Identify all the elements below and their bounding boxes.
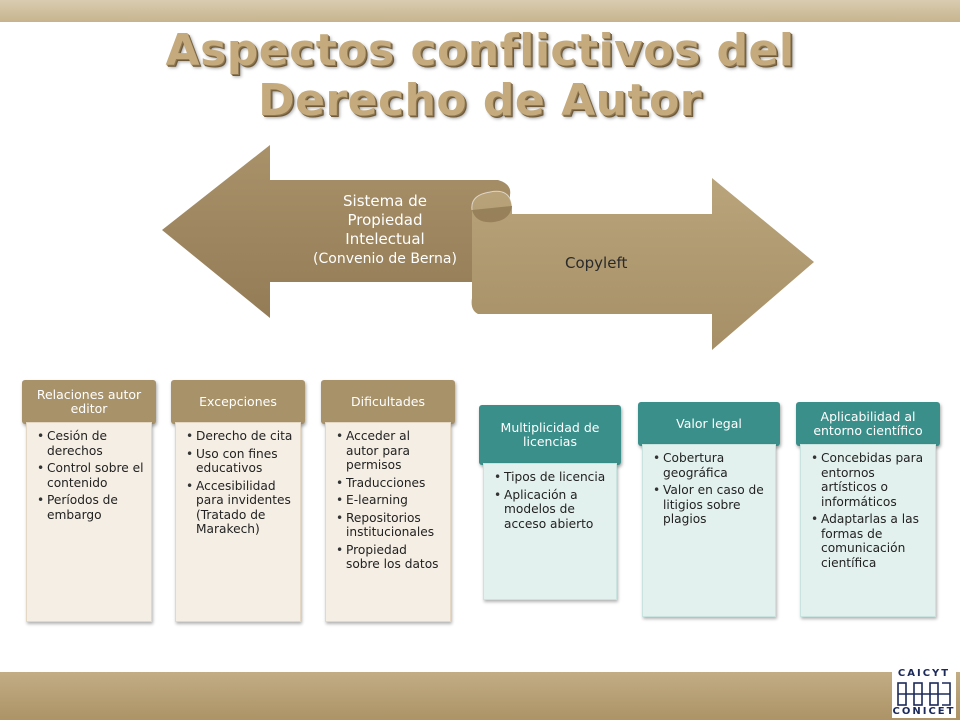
slide-title-line-1: Aspectos conflictivos del bbox=[165, 25, 795, 76]
top-decorative-bar bbox=[0, 0, 960, 22]
slide-title-line-2: Derecho de Autor bbox=[258, 75, 702, 126]
list-item: Propiedad sobre los datos bbox=[336, 543, 444, 572]
left-arrow-label-line-2: Propiedad bbox=[348, 211, 423, 229]
list-item: Accesibilidad para invidentes (Tratado d… bbox=[186, 479, 294, 537]
list-item: Valor en caso de litigios sobre plagios bbox=[653, 483, 769, 527]
list-item: Uso con fines educativos bbox=[186, 447, 294, 476]
card-title: Aplicabilidad al entorno científico bbox=[796, 402, 940, 446]
card-aplicabilidad-entorno-cientifico: Aplicabilidad al entorno científico Conc… bbox=[796, 402, 940, 617]
card-body: Derecho de cita Uso con fines educativos… bbox=[175, 422, 301, 622]
card-body: Concebidas para entornos artísticos o in… bbox=[800, 444, 936, 617]
card-bullet-list: Acceder al autor para permisos Traduccio… bbox=[330, 429, 444, 572]
list-item: Cesión de derechos bbox=[37, 429, 145, 458]
left-arrow-label-line-4: (Convenio de Berna) bbox=[313, 251, 457, 267]
logo-text-bottom: CONICET bbox=[892, 706, 956, 717]
logo-text-top: CAICYT bbox=[897, 668, 951, 679]
list-item: Traducciones bbox=[336, 476, 444, 491]
card-body: Tipos de licencia Aplicación a modelos d… bbox=[483, 463, 617, 600]
right-arrow-shape bbox=[471, 178, 814, 350]
list-item: Adaptarlas a las formas de comunicación … bbox=[811, 512, 929, 570]
list-item: Aplicación a modelos de acceso abierto bbox=[494, 488, 610, 532]
card-title: Dificultades bbox=[321, 380, 455, 424]
slide-title: Aspectos conflictivos del Derecho de Aut… bbox=[0, 26, 960, 126]
card-title: Relaciones autor editor bbox=[22, 380, 156, 424]
card-body: Cesión de derechos Control sobre el cont… bbox=[26, 422, 152, 622]
card-relaciones-autor-editor: Relaciones autor editor Cesión de derech… bbox=[22, 380, 156, 622]
card-excepciones: Excepciones Derecho de cita Uso con fine… bbox=[171, 380, 305, 622]
card-body: Cobertura geográfica Valor en caso de li… bbox=[642, 444, 776, 617]
list-item: E-learning bbox=[336, 493, 444, 508]
list-item: Concebidas para entornos artísticos o in… bbox=[811, 451, 929, 509]
list-item: Cobertura geográfica bbox=[653, 451, 769, 480]
card-bullet-list: Concebidas para entornos artísticos o in… bbox=[805, 451, 929, 570]
left-arrow-label-line-3: Intelectual bbox=[345, 230, 424, 248]
card-body: Acceder al autor para permisos Traduccio… bbox=[325, 422, 451, 622]
caicyt-conicet-logo: CAICYT CONICET bbox=[892, 666, 956, 718]
bottom-decorative-bar bbox=[0, 672, 960, 720]
scroll-fold bbox=[472, 206, 512, 223]
list-item: Períodos de embargo bbox=[37, 493, 145, 522]
card-valor-legal: Valor legal Cobertura geográfica Valor e… bbox=[638, 402, 780, 617]
card-title: Valor legal bbox=[638, 402, 780, 446]
card-dificultades: Dificultades Acceder al autor para permi… bbox=[321, 380, 455, 622]
card-title: Multiplicidad de licencias bbox=[479, 405, 621, 465]
card-multiplicidad-licencias: Multiplicidad de licencias Tipos de lice… bbox=[479, 405, 621, 600]
list-item: Tipos de licencia bbox=[494, 470, 610, 485]
list-item: Control sobre el contenido bbox=[37, 461, 145, 490]
card-bullet-list: Cesión de derechos Control sobre el cont… bbox=[31, 429, 145, 522]
list-item: Derecho de cita bbox=[186, 429, 294, 444]
right-arrow-label: Copyleft bbox=[565, 254, 627, 272]
card-bullet-list: Cobertura geográfica Valor en caso de li… bbox=[647, 451, 769, 527]
left-arrow-shape bbox=[162, 145, 511, 318]
card-bullet-list: Tipos de licencia Aplicación a modelos d… bbox=[488, 470, 610, 531]
list-item: Acceder al autor para permisos bbox=[336, 429, 444, 473]
list-item: Repositorios institucionales bbox=[336, 511, 444, 540]
card-bullet-list: Derecho de cita Uso con fines educativos… bbox=[180, 429, 294, 537]
card-title: Excepciones bbox=[171, 380, 305, 424]
logo-emblem-icon bbox=[897, 682, 951, 706]
left-arrow-label-line-1: Sistema de bbox=[343, 192, 427, 210]
